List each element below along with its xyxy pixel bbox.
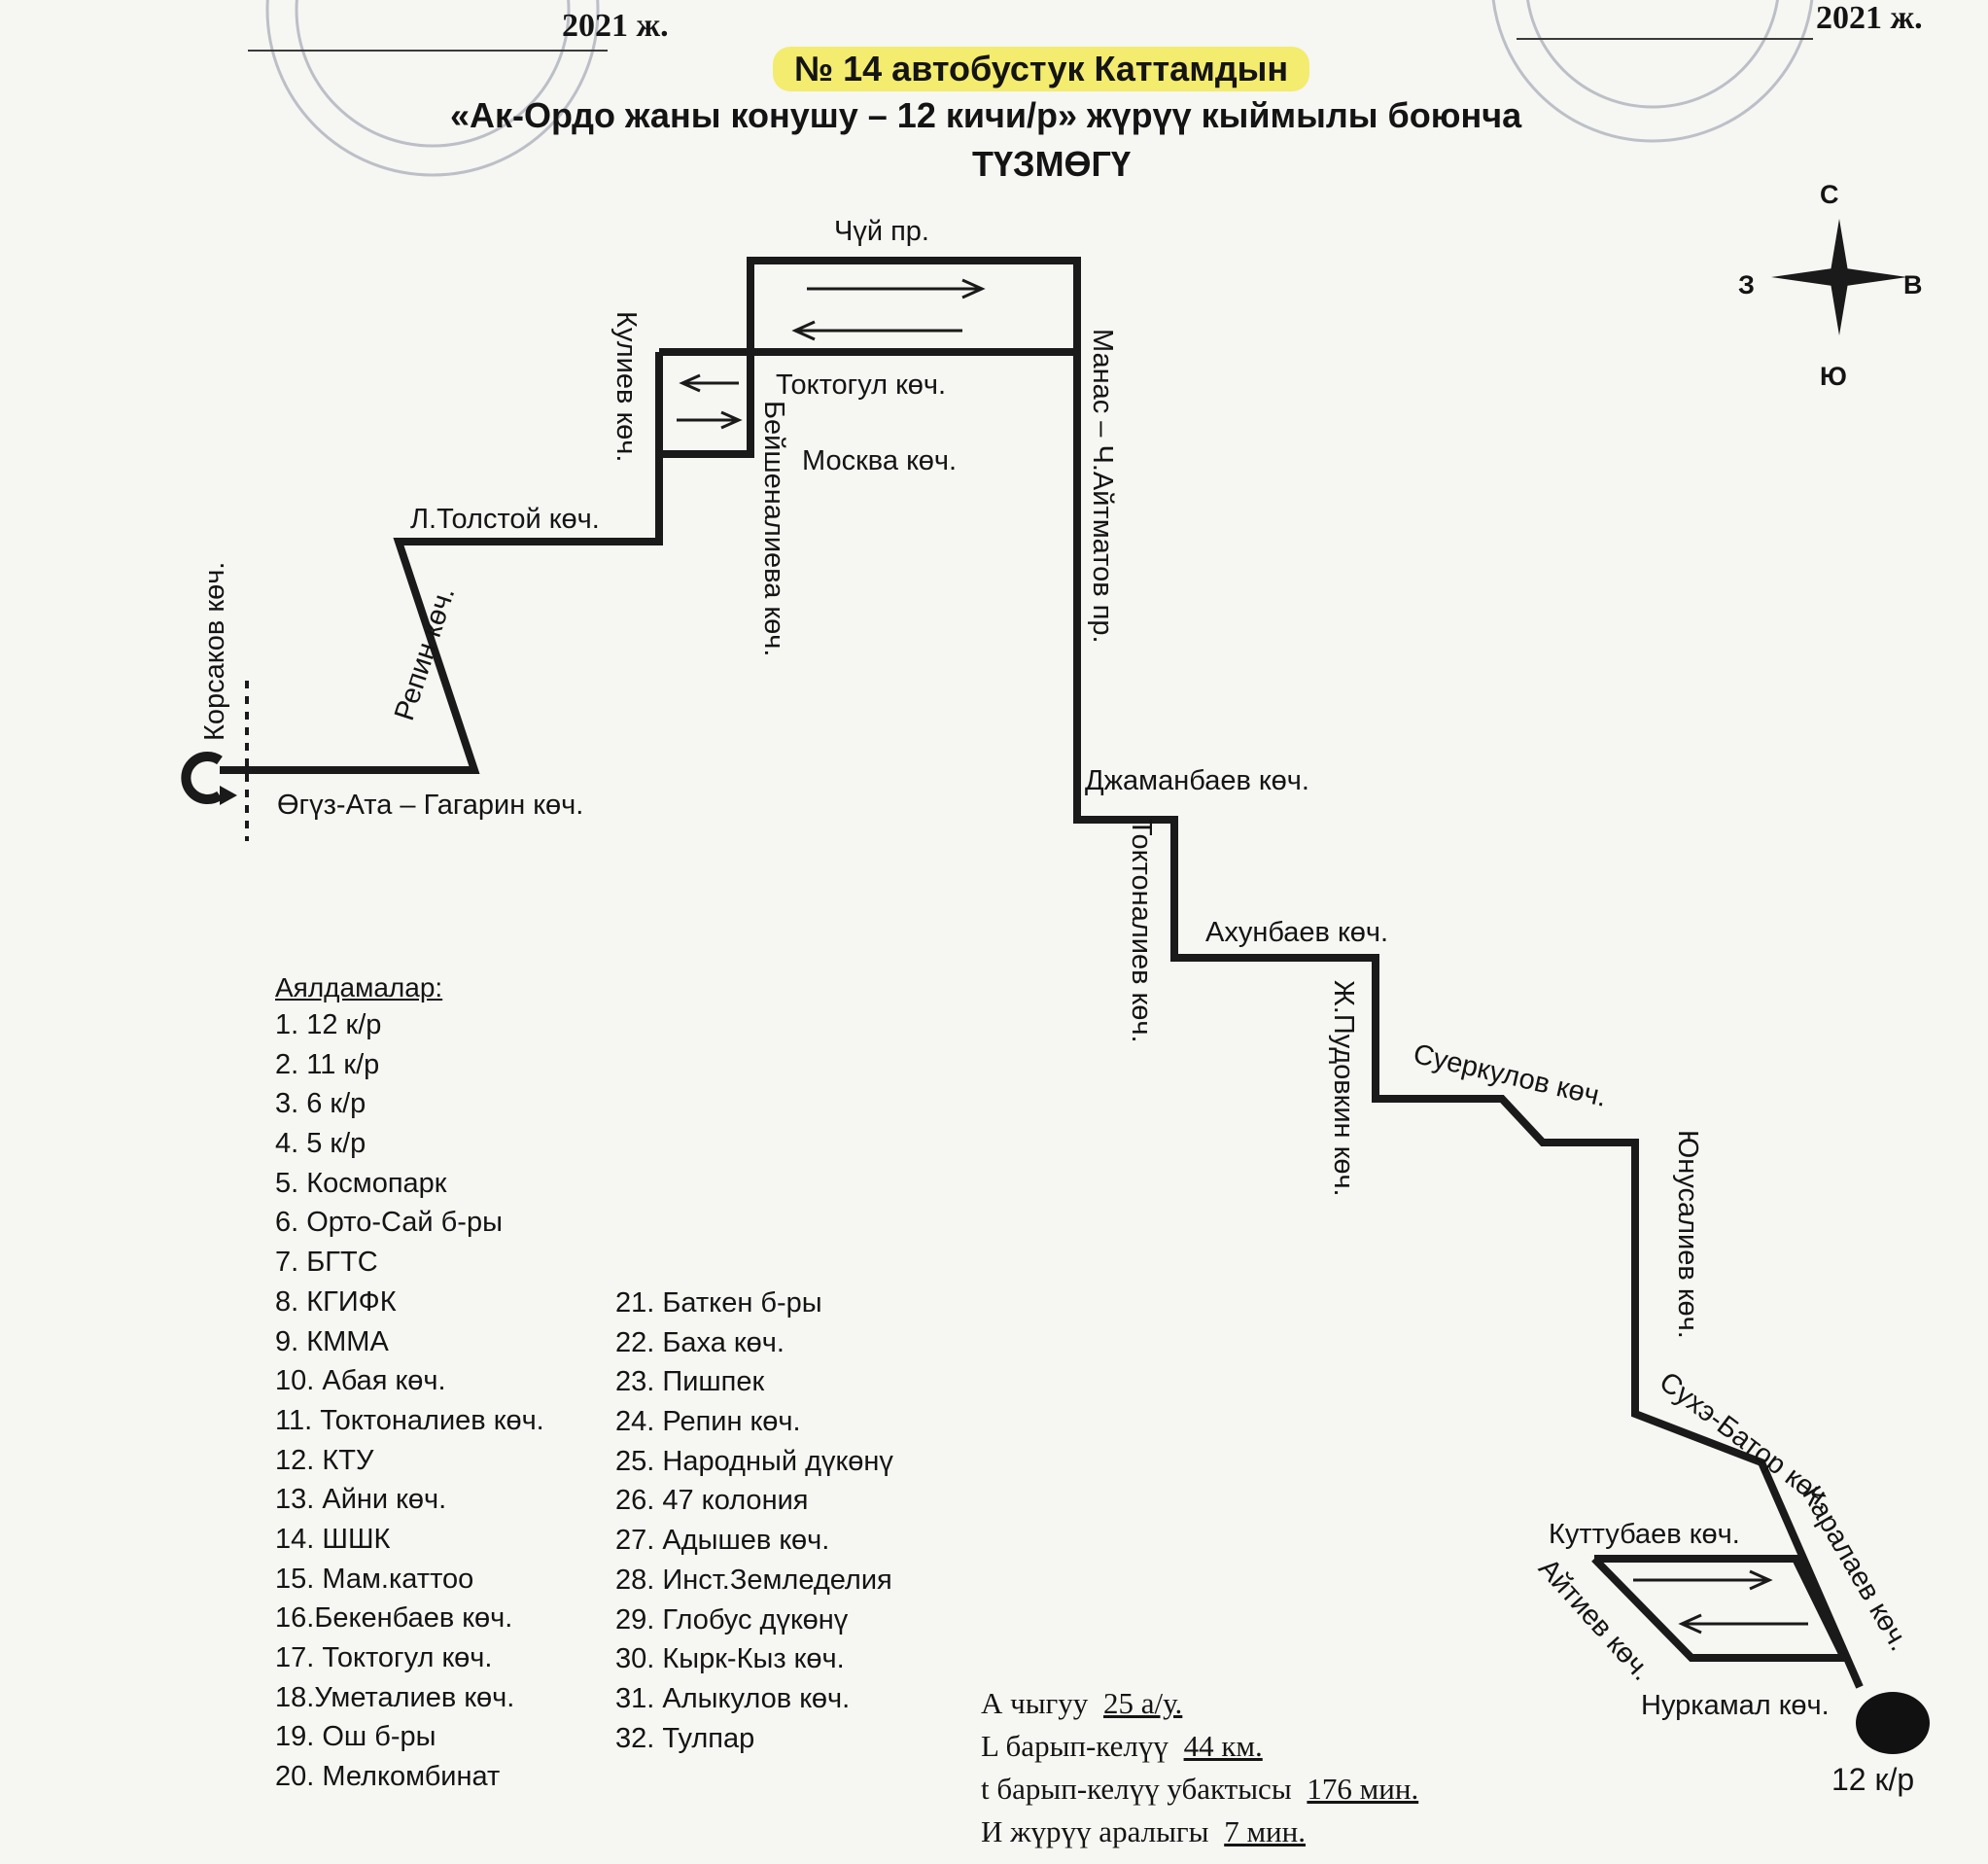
route-east xyxy=(1073,352,1864,1689)
list-item: 21. Баткен б-ры xyxy=(615,1287,822,1319)
list-item: 25. Народный дүкөнү xyxy=(615,1445,893,1477)
year-left: 2021 ж. xyxy=(562,8,669,44)
label-oguz: Өгүз-Ата – Гагарин көч. xyxy=(277,790,584,821)
label-toktonaliev: Токтоналиев көч. xyxy=(1126,819,1157,1043)
list-item: 31. Алыкулов көч. xyxy=(615,1682,851,1714)
param-i: И жүрүү аралыгы 7 мин. xyxy=(981,1814,1313,1849)
label-yunusaliev: Юнусалиев көч. xyxy=(1672,1130,1703,1339)
list-item: 2. 11 к/р xyxy=(275,1048,380,1080)
param-i-value: 7 мин. xyxy=(1224,1814,1306,1848)
label-kuttubaev: Куттубаев көч. xyxy=(1549,1519,1740,1550)
list-item: 20. Мелкомбинат xyxy=(275,1761,501,1793)
label-korsakov: Корсаков көч. xyxy=(199,561,230,741)
turnaround-icon xyxy=(181,752,223,804)
page-subtitle: «Ак-Ордо жаны конушу – 12 кичи/р» жүрүү … xyxy=(450,95,1522,135)
compass-east: В xyxy=(1903,270,1923,299)
label-akhunbaev: Ахунбаев көч. xyxy=(1205,917,1389,948)
list-item: 30. Кырк-Кыз көч. xyxy=(615,1643,845,1675)
route-chui-loop xyxy=(747,257,1081,352)
param-t: t барып-келүү убактысы 176 мин. xyxy=(981,1772,1426,1807)
stops-column-2: 21. Баткен б-ры 22. Баха көч. 23. Пишпек… xyxy=(615,1284,893,1758)
list-item: 6. Орто-Сай б-ры xyxy=(275,1207,503,1239)
list-item: 10. Абая көч. xyxy=(275,1365,446,1397)
stops-column-1: 1. 12 к/р 2. 11 к/р 3. 6 к/р 4. 5 к/р 5.… xyxy=(275,1005,544,1797)
compass-icon xyxy=(1771,219,1907,335)
route-kuliev-loop xyxy=(655,352,754,458)
compass-west: З xyxy=(1738,270,1755,299)
list-item: 11. Токтоналиев көч. xyxy=(275,1404,544,1436)
param-l: L барып-келүү 44 км. xyxy=(981,1729,1271,1764)
param-l-label: L барып-келүү xyxy=(981,1729,1168,1763)
list-item: 5. Космопарк xyxy=(275,1167,447,1199)
compass-south: Ю xyxy=(1820,362,1847,391)
label-toktogul: Токтогул көч. xyxy=(776,369,947,401)
route-karalaev-loop xyxy=(1591,1555,1851,1662)
list-item: 23. Пишпек xyxy=(615,1366,765,1398)
label-moskva: Москва көч. xyxy=(802,445,958,476)
stamp-left xyxy=(265,0,600,177)
terminal-12-kr-marker xyxy=(1856,1692,1930,1754)
list-item: 32. Тулпар xyxy=(615,1722,755,1754)
list-item: 24. Репин көч. xyxy=(615,1406,801,1438)
param-l-value: 44 км. xyxy=(1183,1729,1263,1763)
label-beishenalieva: Бейшеналиева көч. xyxy=(758,401,789,657)
list-item: 29. Глобус дүкөнү xyxy=(615,1603,849,1635)
param-a-label: А чыгуу xyxy=(981,1686,1089,1720)
route-west xyxy=(220,454,663,774)
list-item: 4. 5 к/р xyxy=(275,1128,366,1160)
list-item: 7. БГТС xyxy=(275,1247,378,1279)
list-item: 8. КГИФК xyxy=(275,1285,397,1318)
page-title: № 14 автобустук Каттамдын xyxy=(773,47,1310,91)
list-item: 19. Ош б-ры xyxy=(275,1721,436,1753)
list-item: 3. 6 к/р xyxy=(275,1088,366,1120)
label-manas: Манас – Ч.Айтматов пр. xyxy=(1087,329,1118,644)
stamp-right xyxy=(1491,0,1814,143)
list-item: 27. Адышев көч. xyxy=(615,1525,830,1557)
stops-heading: Аялдамалар: xyxy=(275,972,443,1002)
compass-north: С xyxy=(1820,180,1839,209)
label-terminal: 12 к/р xyxy=(1831,1762,1915,1797)
param-i-label: И жүрүү аралыгы xyxy=(981,1814,1209,1848)
param-t-value: 176 мин. xyxy=(1307,1772,1419,1806)
label-chui: Чүй пр. xyxy=(834,216,929,247)
list-item: 9. КММА xyxy=(275,1325,389,1357)
list-item: 14. ШШК xyxy=(275,1523,391,1555)
list-item: 13. Айни көч. xyxy=(275,1484,447,1516)
label-dzhamanbaev: Джаманбаев көч. xyxy=(1085,765,1309,796)
list-item: 17. Токтогул көч. xyxy=(275,1642,493,1673)
list-item: 18.Уметалиев көч. xyxy=(275,1681,515,1713)
label-nurkamal: Нуркамал көч. xyxy=(1641,1690,1830,1721)
list-item: 22. Баха көч. xyxy=(615,1326,785,1358)
list-item: 1. 12 к/р xyxy=(275,1009,382,1040)
list-item: 26. 47 колония xyxy=(615,1485,809,1517)
label-tolstoy: Л.Толстой көч. xyxy=(410,504,600,535)
year-right: 2021 ж. xyxy=(1816,0,1923,36)
page-heading: ТҮЗМӨГҮ xyxy=(972,144,1131,184)
list-item: 15. Мам.каттоо xyxy=(275,1563,474,1595)
param-t-label: t барып-келүү убактысы xyxy=(981,1772,1292,1806)
label-pudovkin: Ж.Пудовкин көч. xyxy=(1328,980,1359,1197)
list-item: 28. Инст.Земледелия xyxy=(615,1564,892,1596)
label-kuliev: Кулиев көч. xyxy=(610,311,642,463)
param-a: А чыгуу 25 а/у. xyxy=(981,1686,1190,1721)
param-a-value: 25 а/у. xyxy=(1103,1686,1183,1720)
list-item: 16.Бекенбаев көч. xyxy=(275,1602,513,1635)
list-item: 12. КТУ xyxy=(275,1444,374,1476)
